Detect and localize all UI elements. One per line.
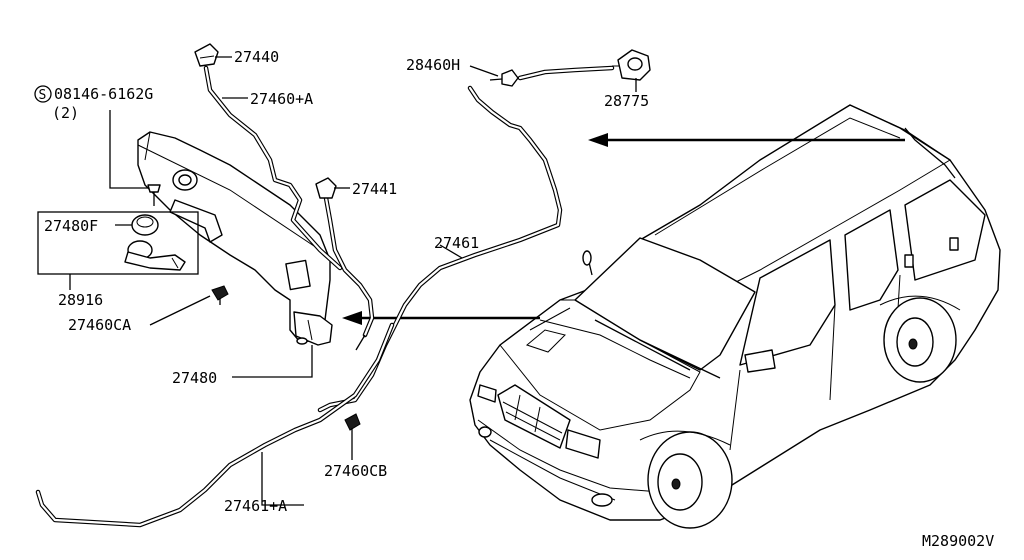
washer-nozzle-27440 [194,43,219,67]
label-27440: 27440 [234,48,279,66]
filler-assembly-28916 [124,240,186,271]
part-labels: 27440 27460+A S 08146-6162G (2) 28460H 2… [34,48,994,550]
leader-lines [109,56,637,506]
label-28460h: 28460H [406,56,460,74]
rear-washer-nozzle-28775 [612,49,651,81]
vehicle-illustration [469,104,1001,529]
washer-cap-27480f [131,214,159,236]
label-28916: 28916 [58,291,103,309]
label-27461a: 27461+A [224,497,287,515]
screw-symbol-letter: S [39,88,47,103]
clip-27460ca [211,285,229,305]
washer-tank-27480 [137,131,333,346]
label-08146: 08146-6162G [54,85,153,103]
rear-washer-arrow [588,133,905,147]
kit-box-28916 [37,211,199,290]
hose-27460a [203,65,343,271]
label-27480: 27480 [172,369,217,387]
label-27461: 27461 [434,234,479,252]
label-27460cb: 27460CB [324,462,387,480]
hose-joint-28460h [489,69,519,87]
hose-28460h [517,65,615,81]
screw-08146 [147,184,161,206]
hose-27461a [35,322,395,528]
label-28775: 28775 [604,92,649,110]
figure-code: M289002V [922,532,994,550]
washer-nozzle-27441 [315,177,337,199]
screw-symbol-icon [34,85,52,103]
front-washer-arrow [342,311,540,325]
label-27460ca: 27460CA [68,316,131,334]
hose-27441-to-pump [323,195,375,351]
label-27441: 27441 [352,180,397,198]
label-27480f: 27480F [44,217,98,235]
label-08146-qty: (2) [52,104,79,122]
clip-27460cb [344,413,361,436]
label-27460a: 27460+A [250,90,313,108]
